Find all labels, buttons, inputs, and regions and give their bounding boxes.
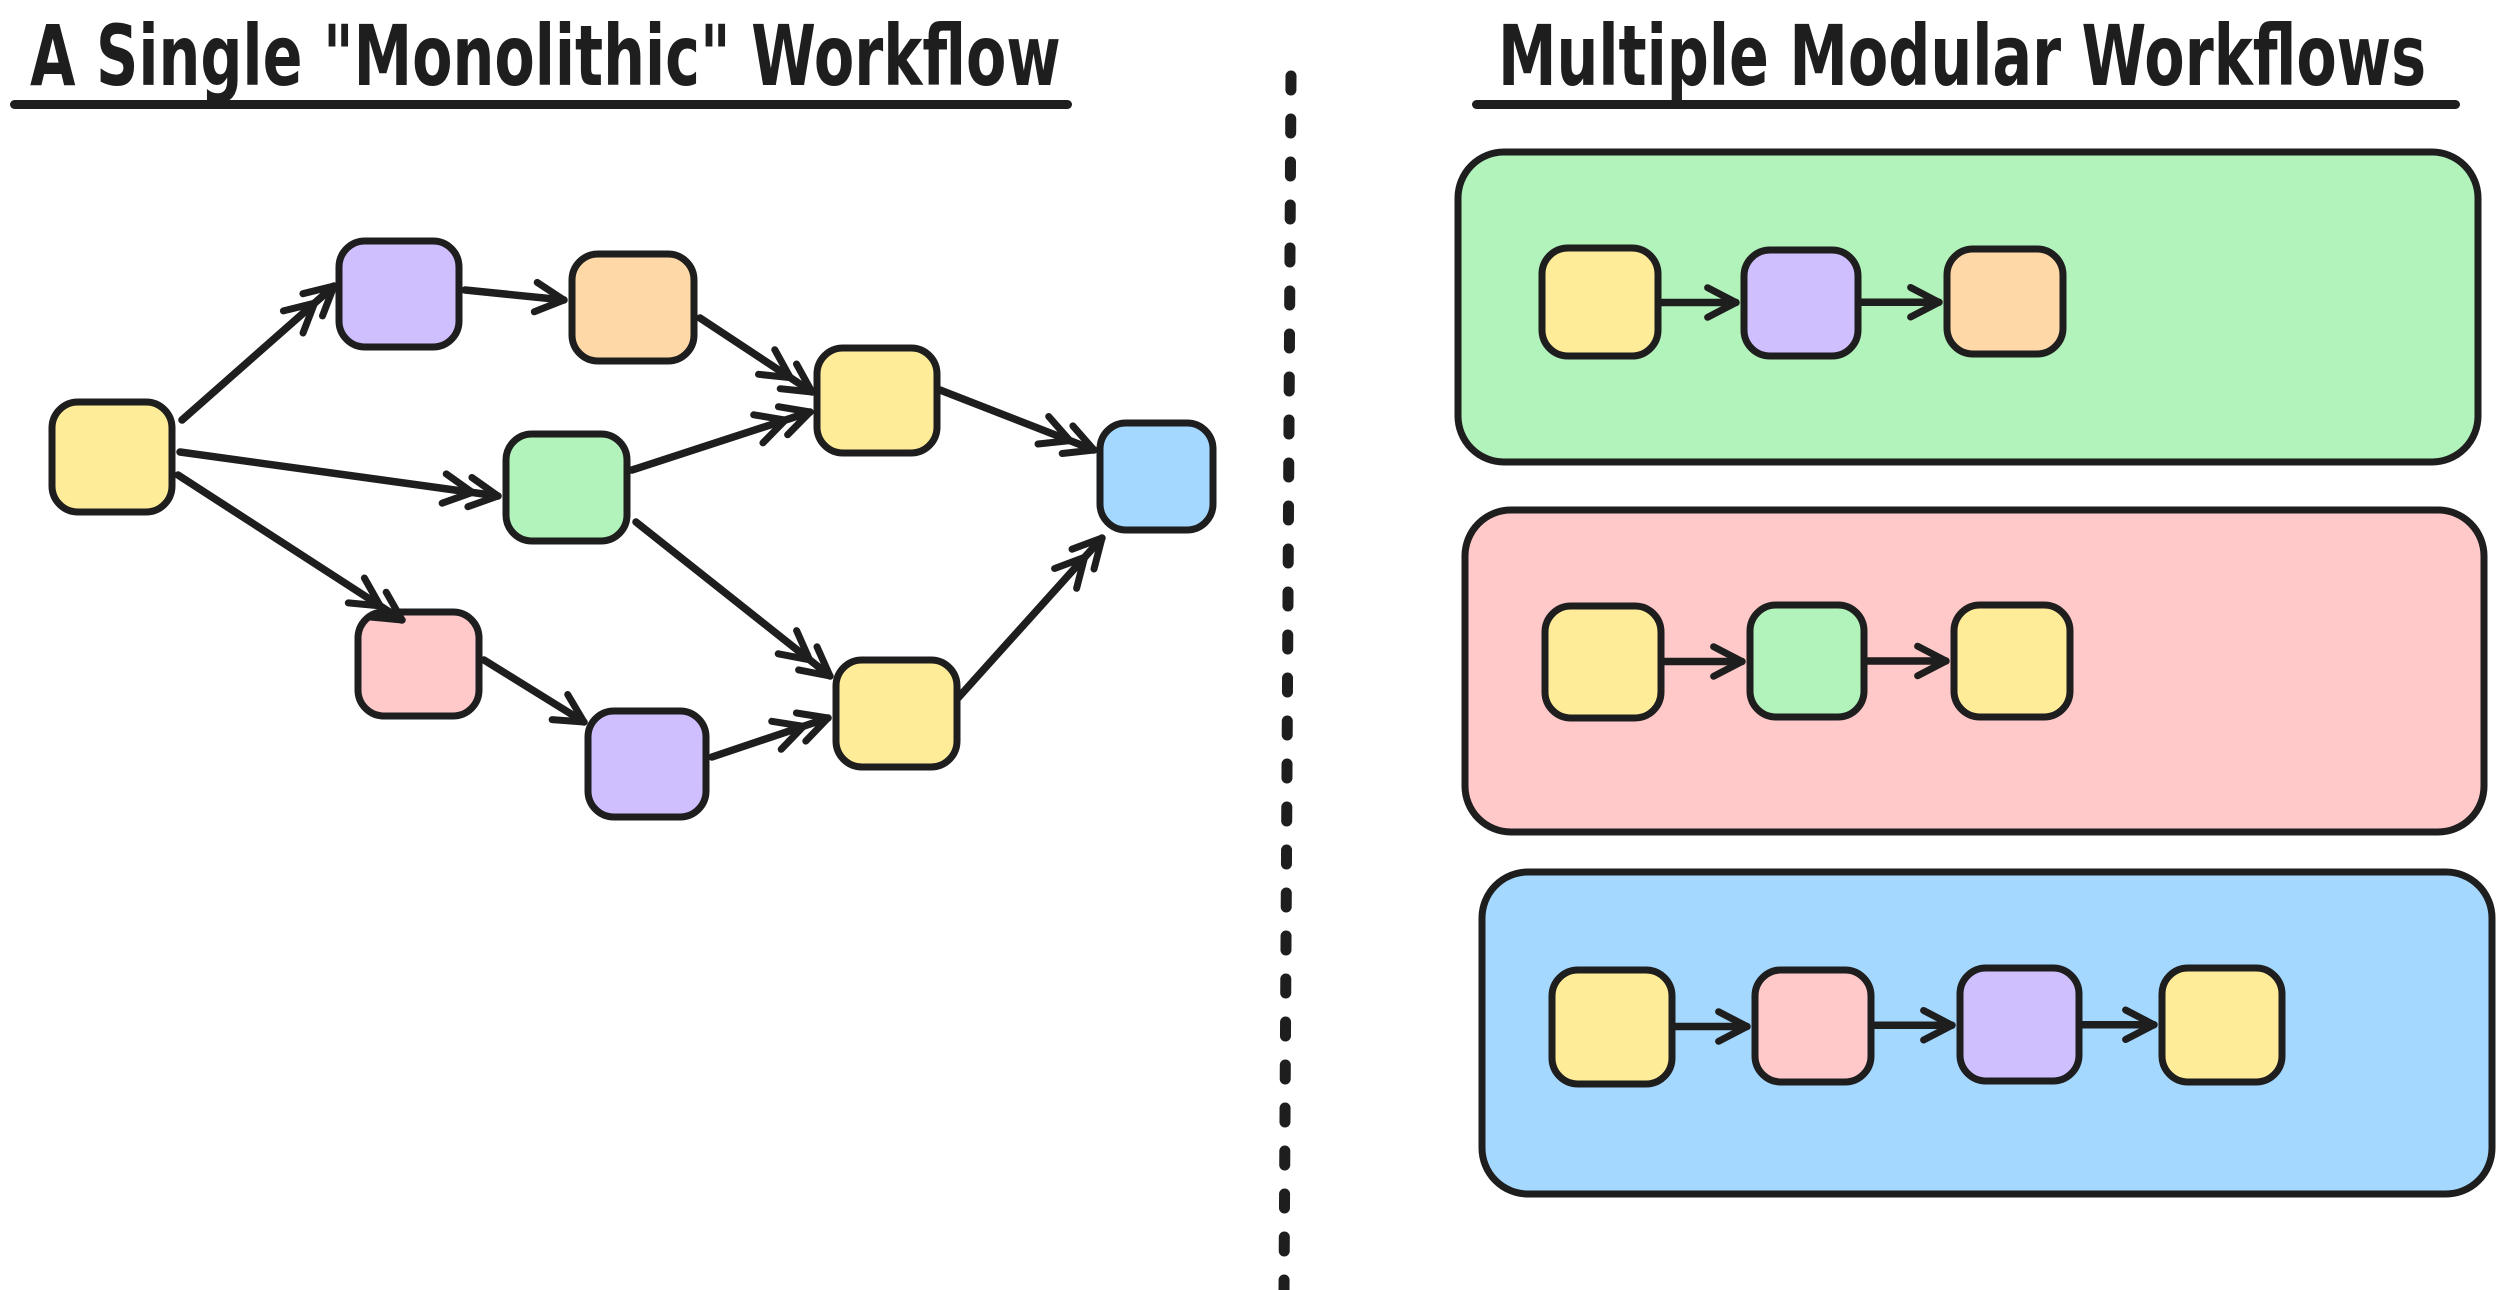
monolithic-node-merge-top (813, 344, 941, 457)
workflow-3-step-2 (1751, 966, 1875, 1086)
arrowhead-icon (1715, 1008, 1751, 1045)
workflow-1-arrow-2 (1858, 284, 1943, 321)
arrowhead-icon (795, 643, 834, 680)
monolithic-node-merge-bottom (832, 656, 961, 771)
arrowhead-icon (774, 627, 814, 664)
arrow-shaft (174, 471, 406, 624)
left-panel-title: A Single "Monolithic" Workflow (30, 7, 1061, 105)
workflow-1-step-3 (1943, 245, 2067, 358)
edge-merge-top-to-end (936, 386, 1098, 457)
monolithic-node-top-2 (568, 250, 698, 365)
workflow-2-group (1461, 506, 2488, 836)
arrowhead-icon (344, 574, 384, 610)
workflow-1-group (1454, 148, 2482, 466)
arrowhead-icon (750, 411, 789, 447)
workflow-3-step-1 (1548, 966, 1676, 1088)
arrow-shaft (176, 448, 502, 500)
arrowhead-icon (774, 403, 814, 439)
arrowhead-icon (1051, 553, 1089, 592)
monolithic-node-top-1 (335, 237, 463, 351)
arrowhead-icon (776, 360, 816, 396)
edge-bottom-2-to-merge-bottom (708, 709, 832, 761)
monolithic-node-bottom-2 (584, 707, 710, 821)
workflow-2-step-1 (1541, 602, 1665, 722)
monolithic-node-mid-1 (502, 430, 631, 545)
arrowhead-icon (1907, 284, 1943, 321)
edge-bottom-1-to-bottom-2 (480, 656, 588, 726)
workflow-3-step-3 (1956, 964, 2083, 1085)
edge-top-1-to-top-2 (461, 278, 568, 316)
workflow-3-step-4 (2158, 964, 2286, 1086)
arrowhead-icon (792, 709, 832, 745)
workflow-1-step-1 (1538, 244, 1662, 360)
edge-start-to-mid-1 (176, 448, 502, 511)
workflow-3-group (1478, 868, 2496, 1198)
arrowhead-icon (548, 691, 588, 726)
monolithic-node-start (48, 398, 176, 516)
arrowhead-icon (768, 717, 807, 753)
arrow-shaft (632, 518, 834, 680)
arrow-shaft (178, 282, 338, 424)
workflow-3-arrow-3 (2079, 1006, 2158, 1043)
arrowhead-icon (1920, 1007, 1956, 1044)
arrowhead-icon (530, 278, 568, 316)
monolithic-node-bottom-1 (354, 608, 483, 720)
arrowhead-icon (299, 282, 338, 320)
arrow-shaft (480, 656, 588, 726)
workflow-2-step-2 (1746, 601, 1868, 721)
arrow-shaft (461, 286, 568, 304)
arrowhead-icon (366, 588, 406, 624)
workflow-3-arrow-1 (1672, 1008, 1751, 1045)
edge-mid-1-to-merge-bottom (632, 518, 834, 680)
workflow-1-step-2 (1740, 246, 1862, 360)
workflow-3-arrow-2 (1871, 1007, 1956, 1044)
arrowhead-icon (755, 346, 794, 382)
arrowhead-icon (279, 299, 318, 337)
edge-start-to-top-1 (178, 282, 338, 424)
monolithic-node-end (1096, 419, 1217, 534)
workflow-2-arrow-2 (1864, 642, 1950, 680)
right-title-underline (1472, 100, 2460, 109)
arrowhead-icon (2122, 1006, 2158, 1043)
arrowhead-icon (1068, 534, 1106, 573)
workflow-2-step-3 (1950, 601, 2074, 721)
arrowhead-icon (1710, 643, 1746, 680)
left-title-underline (10, 100, 1072, 109)
workflow-1-arrow-1 (1658, 284, 1740, 321)
arrow-shaft (708, 714, 832, 761)
right-panel-title: Multiple Modular Workflows (1498, 7, 2427, 105)
arrowhead-icon (1058, 422, 1098, 457)
panel-divider-dashed-line (1278, 70, 1297, 1290)
edge-merge-bottom-to-end (954, 534, 1106, 702)
edge-mid-1-to-merge-top (628, 403, 814, 474)
arrowhead-icon (1034, 413, 1074, 448)
arrowhead-icon (1914, 642, 1950, 680)
workflow-2-arrow-1 (1661, 643, 1746, 680)
arrow-shaft (954, 534, 1106, 702)
arrowhead-icon (1704, 284, 1740, 321)
edge-start-to-bottom-1 (174, 471, 406, 624)
arrow-shaft (696, 314, 816, 396)
arrowhead-icon (438, 470, 476, 507)
edge-top-2-to-merge-top (696, 314, 816, 396)
arrowhead-icon (464, 474, 502, 511)
